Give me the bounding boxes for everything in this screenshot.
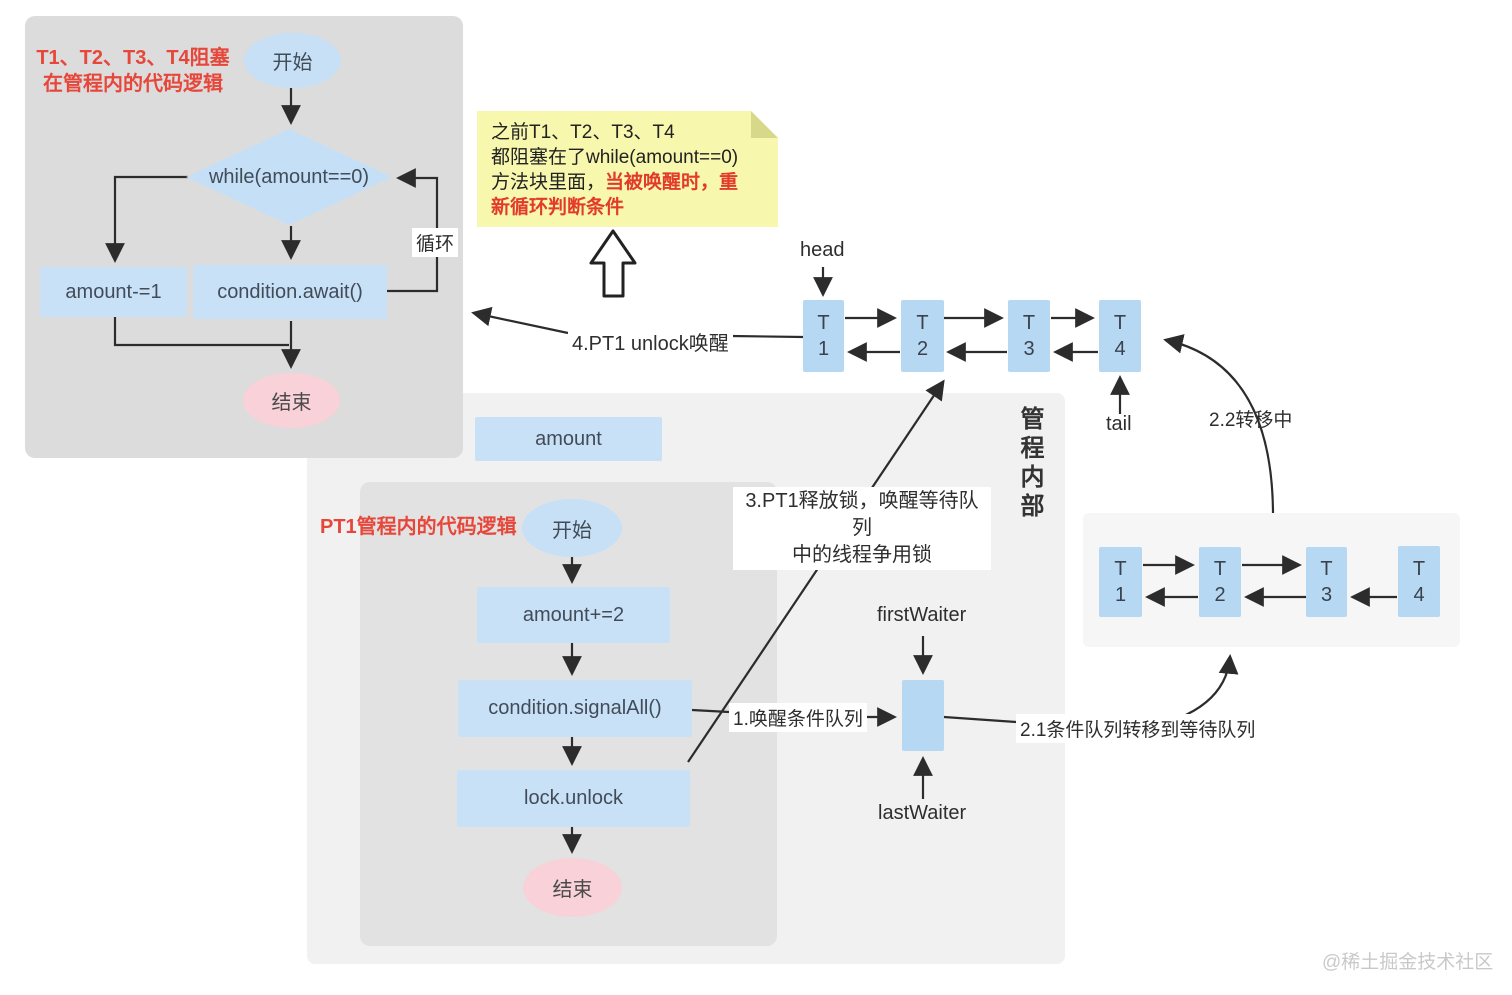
sync-queue-arrows [813, 267, 1130, 414]
cell-number: 1 [1114, 584, 1127, 606]
blocked-flow-start-node: 开始 [244, 33, 341, 88]
cell-letter: T [817, 312, 830, 334]
cell-number: 3 [1320, 584, 1333, 606]
note-line1: 之前T1、T2、T3、T4 [491, 122, 675, 143]
note-line4-red: 新循环判断条件 [491, 197, 625, 218]
note-line3-red: 当被唤醒时，重 [605, 172, 739, 193]
pt1-flow-end-node: 结束 [523, 858, 622, 917]
wait-queue-panel [1083, 513, 1460, 647]
release-lock-label: 3.PT1释放锁，唤醒等待队列 中的线程争用锁 [733, 487, 991, 570]
watermark: @稀土掘金技术社区 [1322, 952, 1494, 973]
transfer-21-label: 2.1条件队列转移到等待队列 [1016, 714, 1260, 743]
wake-cond-label: 1.唤醒条件队列 [729, 703, 867, 732]
pt1-flow-start-node: 开始 [522, 499, 622, 557]
cell-letter: T [1320, 558, 1333, 580]
head-label: head [800, 239, 845, 261]
cell-number: 2 [1214, 584, 1226, 606]
pt1-flow-title: PT1管程内的代码逻辑 [320, 516, 517, 538]
cell-letter: T [1114, 558, 1127, 580]
release-lock-line1: 3.PT1释放锁，唤醒等待队列 [745, 490, 979, 539]
cell-number: 1 [817, 338, 830, 360]
pt1-flow-unlock-box: lock.unlock [457, 770, 690, 827]
monitor-internal-label: 管程内部 [1016, 406, 1043, 522]
note-line2: 都阻塞在了while(amount==0) [491, 147, 739, 168]
note-fold-corner [751, 111, 778, 138]
cell-letter: T [1022, 312, 1036, 334]
blocked-flow-title-line2: 在管程内的代码逻辑 [43, 73, 223, 95]
amount-variable-box: amount [475, 417, 662, 461]
release-lock-line2: 中的线程争用锁 [792, 544, 932, 566]
transfer-22-label: 2.2转移中 [1209, 410, 1293, 431]
cell-number: 3 [1023, 338, 1035, 360]
cell-letter: T [1113, 312, 1127, 334]
unlock-wake-label: 4.PT1 unlock唤醒 [568, 326, 733, 357]
blocked-flow-title: T1、T2、T3、T4阻塞 在管程内的代码逻辑 [36, 45, 230, 97]
cell-number: 4 [1413, 583, 1425, 606]
pt1-flow-signalall-box: condition.signalAll() [458, 680, 692, 737]
loop-label: 循环 [412, 228, 459, 257]
pt1-flow-increment-box: amount+=2 [477, 587, 670, 643]
cell-letter: T [1213, 558, 1227, 580]
note-line3-black: 方法块里面， [491, 172, 606, 193]
cell-number: 2 [916, 338, 929, 360]
blocked-flow-decrement-box: amount-=1 [40, 267, 187, 317]
note-line3: 方法块里面，当被唤醒时，重 [491, 170, 771, 195]
cell-letter: T [916, 312, 929, 334]
sticky-note: 之前T1、T2、T3、T4 都阻塞在了while(amount==0) 方法块里… [477, 111, 778, 227]
blocked-flow-await-box: condition.await() [193, 265, 387, 319]
lastwaiter-label: lastWaiter [878, 802, 967, 824]
cell-number: 4 [1114, 338, 1126, 360]
big-up-arrow-icon [589, 229, 637, 298]
firstwaiter-label: firstWaiter [877, 604, 967, 626]
blocked-flow-title-line1: T1、T2、T3、T4阻塞 [36, 47, 230, 69]
cell-letter: T [1412, 557, 1426, 580]
condition-queue-node [902, 680, 944, 751]
note-text: 之前T1、T2、T3、T4 都阻塞在了while(amount==0) 方法块里… [491, 120, 771, 220]
blocked-flow-end-node: 结束 [243, 373, 340, 428]
tail-label: tail [1106, 413, 1132, 435]
